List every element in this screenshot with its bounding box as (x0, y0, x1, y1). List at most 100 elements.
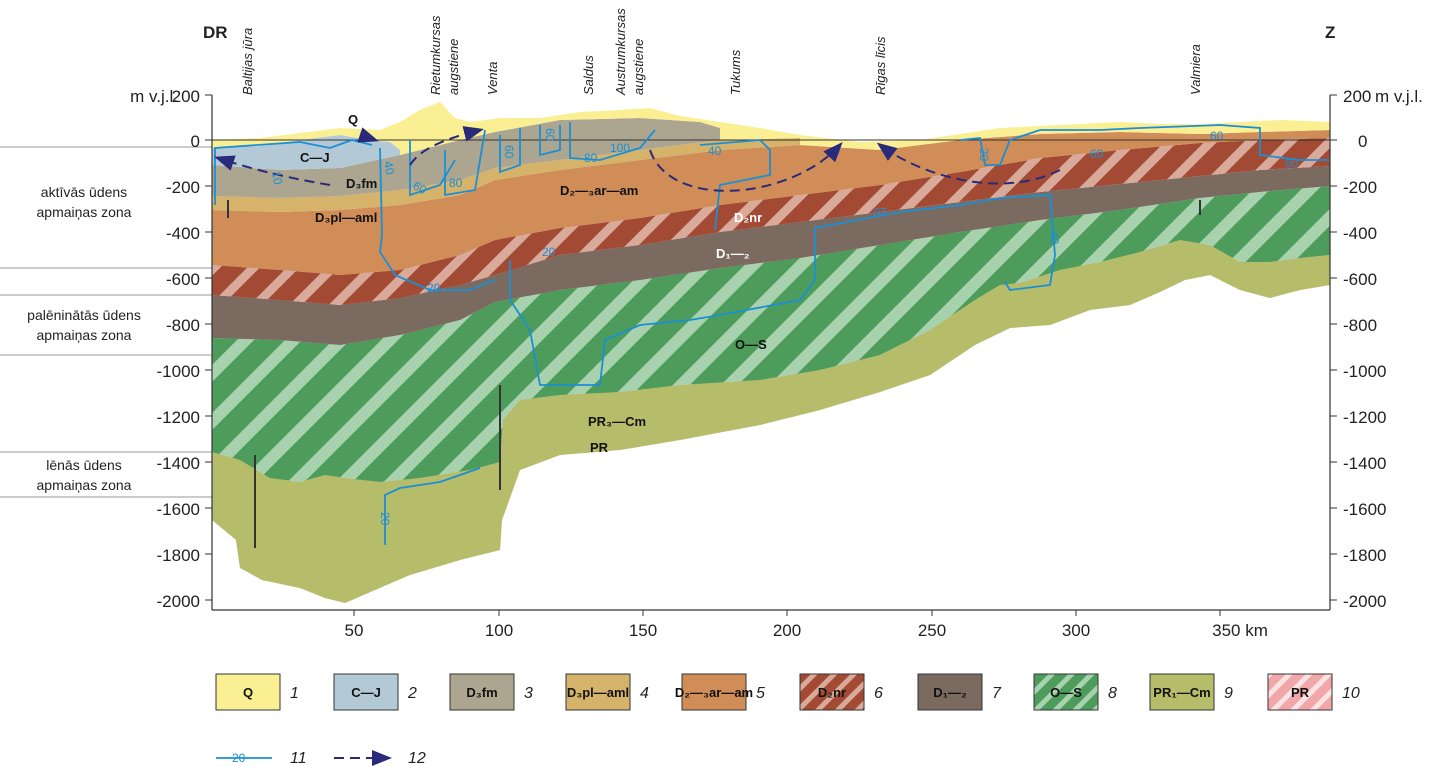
axis-tick-marks (205, 94, 1337, 616)
isoline-label: 60 (411, 178, 430, 197)
legend-item: D₂—₃ar—am 5 (675, 673, 765, 711)
layer-c-j (212, 135, 400, 170)
layer-pr3-cm (212, 240, 1330, 603)
y-tick-label: 0 (1358, 132, 1367, 151)
y-tick-label: -1400 (1343, 454, 1386, 473)
y-tick-label: -800 (1343, 316, 1377, 335)
legend-item: O—S 8 (1033, 673, 1117, 711)
legend-isoline-sample: 20 (232, 751, 246, 765)
place-label: Saldus (581, 55, 596, 95)
y-tick-label: -1400 (157, 454, 200, 473)
layer-label-pr: PR (590, 440, 609, 455)
isoline-label: 60 (1090, 147, 1104, 161)
layer-q (212, 102, 1330, 155)
x-tick-label: 100 (485, 621, 513, 640)
legend-item: Q 1 (215, 673, 299, 711)
place-label: augstiene (446, 39, 461, 95)
y-tick-label: -1200 (1343, 408, 1386, 427)
layer-label-d3pl: D₃pl—aml (315, 210, 377, 225)
legend-code: Q (243, 685, 253, 700)
legend-number: 8 (1108, 685, 1117, 702)
isolines (214, 122, 1330, 545)
place-label: Valmiera (1188, 44, 1203, 95)
y-tick-label: -1200 (157, 408, 200, 427)
zone-label: apmaiņas zona (37, 204, 132, 220)
isoline-label: 100 (610, 141, 630, 155)
isoline-label: 20 (542, 245, 556, 259)
zone-labels: aktīvās ūdens apmaiņas zona palēninātās … (27, 184, 141, 493)
isoline-label: 40 (1046, 230, 1062, 246)
y-tick-label: -200 (1343, 178, 1377, 197)
layer-d2-3-ar-am (212, 130, 1330, 275)
legend-item: D₁—₂ 7 (917, 673, 1002, 711)
zone-label: palēninātās ūdens (27, 307, 141, 323)
isoline-label: 60 (543, 128, 557, 142)
legend-item: PR₁—Cm 9 (1149, 673, 1233, 711)
y-tick-label: -1000 (1343, 362, 1386, 381)
isoline-label: 10 (873, 205, 887, 219)
legend-item: PR 10 (1267, 673, 1360, 711)
y-tick-label: -600 (166, 270, 200, 289)
legend-code: PR (1291, 685, 1310, 700)
y-tick-label: -600 (1343, 270, 1377, 289)
legend-number: 6 (874, 685, 883, 702)
x-tick-label: 200 (773, 621, 801, 640)
isoline-label: 60 (502, 145, 516, 159)
legend-flow: 12 (334, 750, 426, 766)
x-ticks: 50 100 150 200 250 300 350 km (345, 621, 1268, 640)
legend-code: D₂nr (818, 685, 846, 700)
y-tick-label: -200 (166, 178, 200, 197)
place-label: Tukums (728, 49, 743, 95)
isoline-label: 40 (381, 160, 397, 176)
layer-label-d12: D₁—₂ (716, 246, 750, 261)
isoline-label: 60 (1210, 129, 1224, 143)
x-tick-label: 300 (1062, 621, 1090, 640)
legend-number: 11 (290, 750, 307, 766)
y-tick-label: -1600 (157, 500, 200, 519)
direction-right-label: Z (1325, 23, 1335, 42)
legend-number: 7 (992, 685, 1002, 702)
layer-label-cj: C—J (300, 150, 330, 165)
legend-code: D₃pl—aml (567, 685, 629, 700)
layer-d2nr (212, 138, 1330, 305)
legend-code: PR₁—Cm (1153, 685, 1210, 700)
zone-label: apmaiņas zona (37, 477, 132, 493)
x-tick-label: 150 (629, 621, 657, 640)
place-label: Venta (485, 62, 500, 96)
isoline-label: 80 (584, 151, 598, 165)
legend-code: D₃fm (466, 685, 497, 700)
right-axis-unit: m v.j.l. (1375, 87, 1423, 106)
layer-o-s (212, 186, 1330, 482)
legend: Q 1 C—J 2 D₃fm 3 D₃pl—aml 4 D₂—₃ar—am 5 … (215, 673, 1360, 766)
legend-item: C—J 2 (333, 673, 417, 711)
layer-label-d3fm: D₃fm (346, 176, 377, 191)
layer-label-q: Q (348, 112, 358, 127)
y-tick-label: -2000 (1343, 592, 1386, 611)
x-tick-label: 350 km (1212, 621, 1268, 640)
legend-number: 12 (408, 750, 426, 766)
legend-item: D₃fm 3 (449, 673, 533, 711)
legend-number: 3 (524, 685, 533, 702)
y-tick-label: -800 (166, 316, 200, 335)
layer-label-os: O—S (735, 337, 767, 352)
legend-number: 9 (1224, 685, 1233, 702)
layer-label-d23: D₂—₃ar—am (560, 183, 638, 198)
isoline-label: 80 (449, 176, 463, 190)
y-tick-label: -400 (1343, 224, 1377, 243)
legend-number: 1 (290, 685, 299, 702)
place-label: Baltijas jūra (240, 28, 255, 95)
place-label: Rietumkursas (428, 15, 443, 95)
isoline-labels: 10 40 60 80 60 100 80 60 40 20 20 10 40 … (269, 128, 1299, 526)
y-tick-label: -1000 (157, 362, 200, 381)
legend-isoline: 20 11 (216, 750, 307, 766)
x-tick-label: 50 (345, 621, 364, 640)
x-tick-label: 250 (918, 621, 946, 640)
direction-left-label: DR (203, 23, 228, 42)
legend-code: D₂—₃ar—am (675, 685, 753, 700)
isoline-label: 10 (269, 170, 285, 186)
zone-label: aktīvās ūdens (41, 184, 127, 200)
left-axis-unit: m v.j.l. (130, 87, 178, 106)
place-label: Austrumkursas (613, 8, 628, 96)
isoline-label: 20 (378, 512, 392, 526)
legend-item: D₃pl—aml 4 (565, 673, 649, 711)
